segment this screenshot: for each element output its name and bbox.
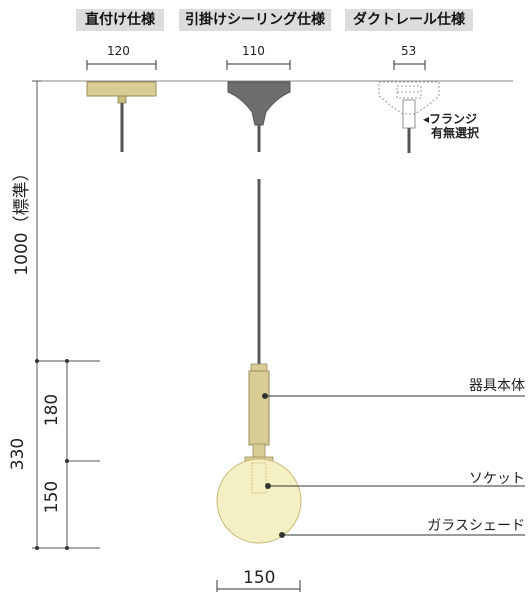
fixture-body: [244, 363, 274, 464]
vertical-dims: [32, 80, 100, 549]
width-dim-ceiling-hook: [226, 60, 291, 70]
total-body-label: 330: [8, 437, 28, 471]
shade-width-dim: [216, 580, 301, 592]
tab-duct-rail-mount: ダクトレール仕様: [345, 9, 473, 31]
body-part-label: 器具本体: [469, 378, 525, 394]
vertical-dim-ticks: [35, 359, 69, 550]
direct-mount-canopy: [86, 81, 157, 152]
body-lower-label: 150: [42, 480, 62, 514]
socket-part-label: ソケット: [469, 471, 525, 487]
leader-lines: [262, 393, 525, 538]
cord-length-label: 1000（標準）: [12, 164, 32, 276]
shade-part-label: ガラスシェード: [427, 518, 525, 534]
width-direct-mount: 120: [107, 44, 130, 58]
flange-note-line2: 有無選択: [431, 126, 480, 140]
glass-shade: [216, 458, 302, 544]
ceiling-hook-canopy: [227, 81, 291, 152]
body-upper-label: 180: [42, 393, 62, 427]
width-duct-rail: 53: [401, 44, 417, 58]
flange-note-line1: ◂フランジ: [423, 112, 478, 126]
tab-direct-mount: 直付け仕様: [76, 9, 164, 31]
width-dim-direct: [86, 60, 157, 70]
tab-ceiling-hook-mount: 引掛けシーリング仕様: [179, 9, 331, 31]
width-ceiling-hook: 110: [242, 44, 265, 58]
width-dim-duct-rail: [393, 60, 426, 70]
shade-width-label: 150: [243, 568, 276, 588]
